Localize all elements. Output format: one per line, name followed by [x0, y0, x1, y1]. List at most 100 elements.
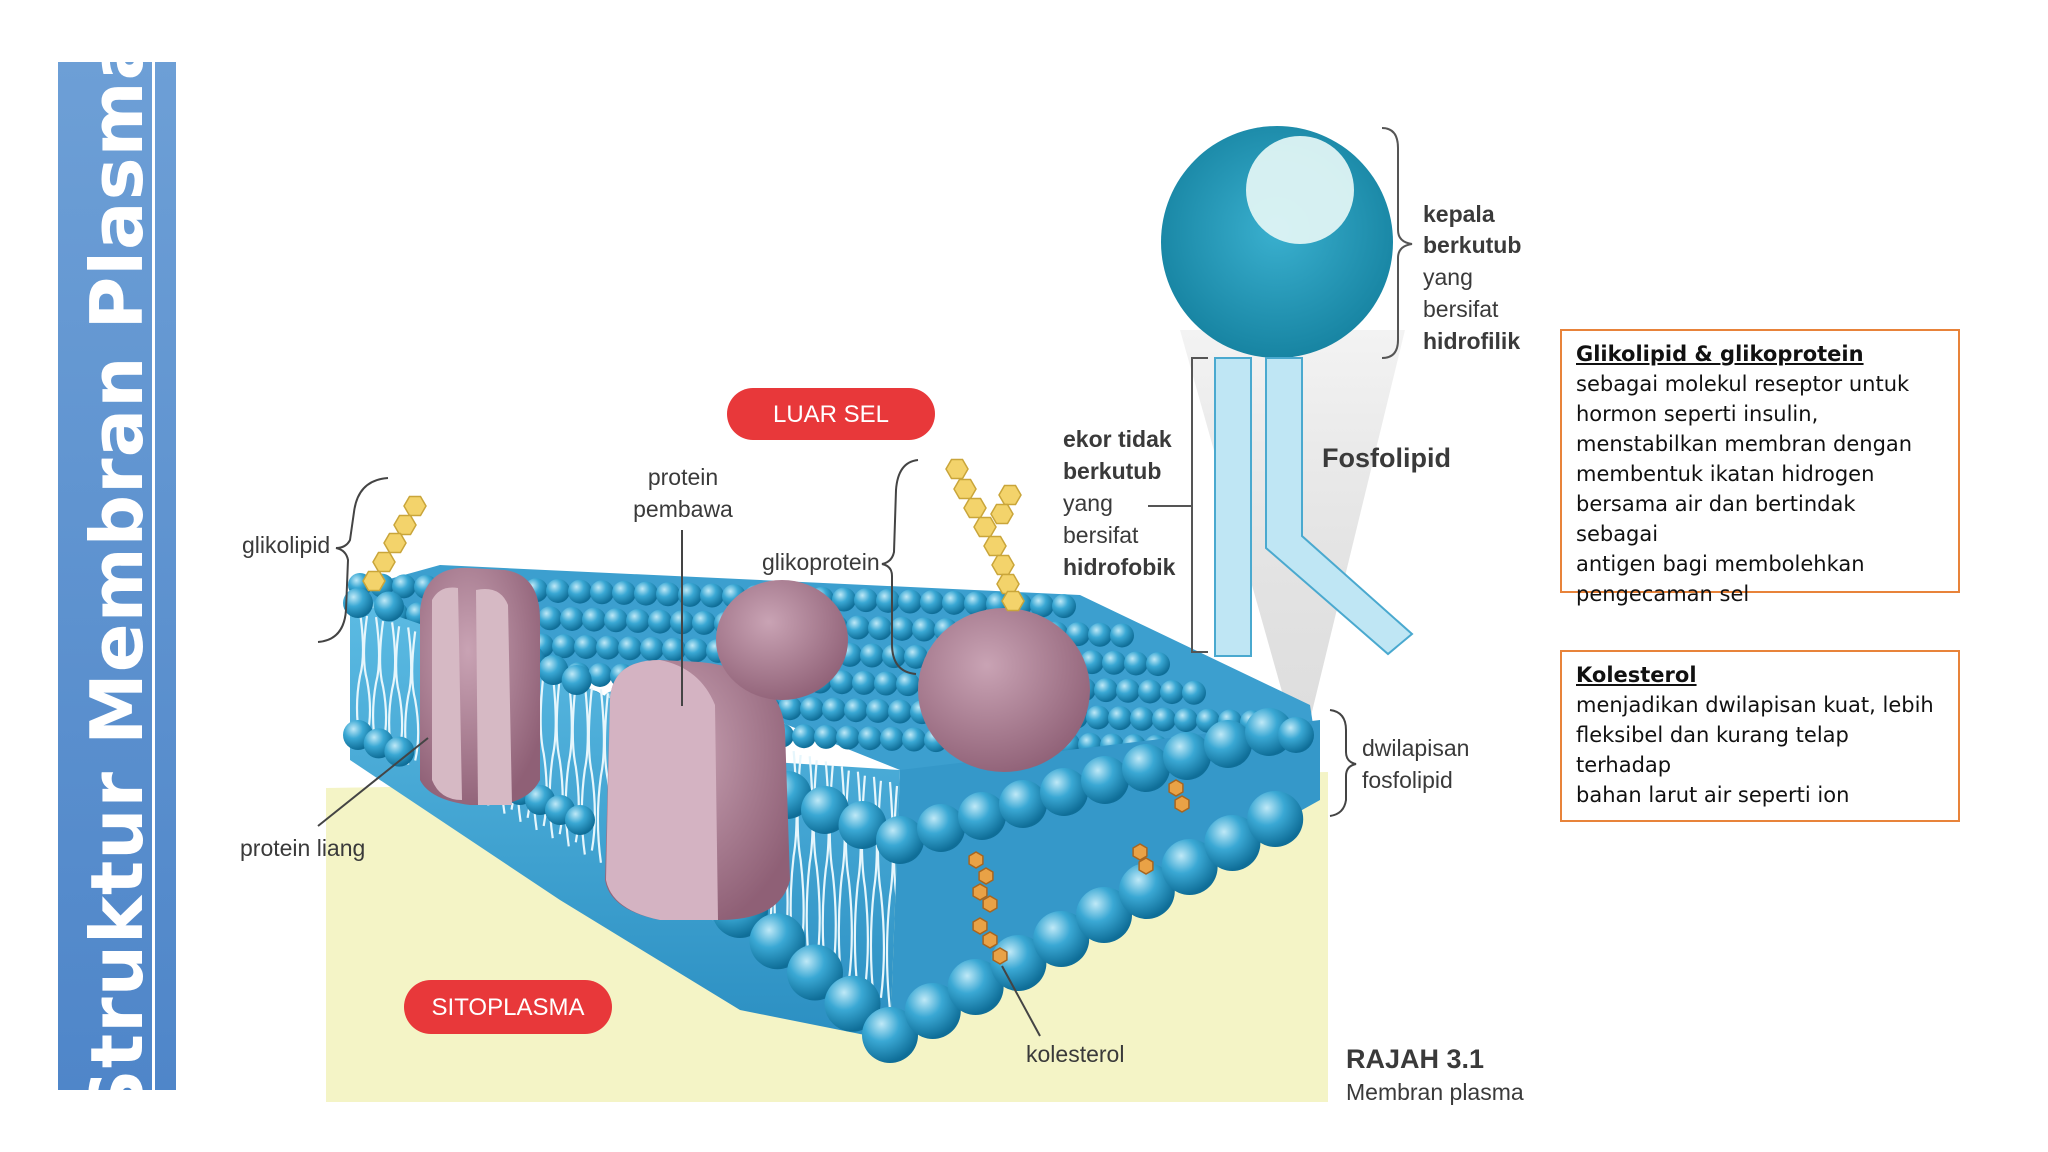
cytoplasm-label: SITOPLASMA — [432, 994, 585, 1021]
cholesterol-ring — [1174, 795, 1190, 813]
info-box-line: bersama air dan bertindak sebagai — [1576, 492, 1856, 546]
lipid-head — [1110, 623, 1134, 648]
lipid-head — [634, 581, 658, 606]
upper-edge-head — [561, 665, 592, 695]
lower-edge-head — [1204, 815, 1261, 871]
cholesterol-molecules — [968, 779, 1190, 965]
upper-edge-head — [1278, 717, 1314, 753]
title-banner: Struktur Membran Plasma — [58, 31, 176, 1121]
lower-edge-head — [824, 975, 881, 1032]
lipid-head — [890, 616, 914, 641]
info-box-line: fleksibel dan kurang telap terhadap — [1576, 723, 1849, 777]
sugar-unit — [996, 573, 1020, 595]
lower-edge-head — [384, 736, 415, 767]
lipid-tail — [371, 617, 381, 749]
lipid-head — [1138, 679, 1162, 704]
cholesterol-ring — [992, 947, 1008, 965]
bilayer-label-line1: dwilapisan — [1362, 735, 1469, 761]
lipid-head — [844, 698, 868, 723]
info-box-line: bahan larut air seperti ion — [1576, 783, 1850, 807]
figure-number: RAJAH 3.1 — [1346, 1044, 1484, 1074]
lower-edge-head — [904, 983, 961, 1039]
lipid-head — [942, 590, 966, 615]
lipid-head — [1182, 680, 1206, 705]
lower-edge-head — [862, 1007, 918, 1063]
glycolipid-label: glikolipid — [242, 532, 330, 558]
head-desc-line-2: yang — [1423, 264, 1473, 290]
lipid-head — [560, 606, 584, 631]
sugar-unit — [372, 551, 396, 573]
lipid-head — [392, 574, 416, 599]
lipid-head — [692, 610, 716, 635]
sugar-unit — [998, 484, 1022, 506]
lower-edge-head — [787, 944, 843, 1001]
lipid-head — [836, 725, 860, 750]
sugar-unit — [953, 478, 977, 500]
lipid-head — [814, 724, 838, 749]
outside-cell-label: LUAR SEL — [773, 401, 889, 428]
info-box-line: sebagai molekul reseptor untuk — [1576, 372, 1910, 396]
sugar-unit — [963, 497, 987, 519]
lipid-head — [1160, 680, 1184, 705]
lipid-head — [904, 644, 928, 669]
tail-desc-line-1: berkutub — [1063, 458, 1161, 484]
sugar-unit — [1001, 590, 1025, 612]
cholesterol-ring — [1138, 857, 1154, 875]
lower-edge-head — [1247, 791, 1304, 847]
tail-desc-line-3: bersifat — [1063, 522, 1139, 548]
lipid-head — [684, 638, 708, 663]
cholesterol-pointer — [1001, 965, 1041, 1037]
channel-protein-label: protein liang — [240, 835, 365, 861]
info-box-line: hormon seperti insulin, — [1576, 402, 1819, 426]
phospholipid-label: Fosfolipid — [1322, 443, 1451, 473]
lipid-head — [888, 699, 912, 724]
upper-edge-head — [1081, 756, 1129, 804]
lower-edge-head — [990, 935, 1047, 991]
glycoprotein-large — [918, 608, 1090, 772]
channel-protein — [420, 567, 540, 805]
lipid-head — [1030, 593, 1054, 618]
upper-edge-head — [958, 792, 1006, 840]
sugar-unit — [945, 458, 969, 480]
info-box-line: menstabilkan membran dengan — [1576, 432, 1913, 456]
lipid-head — [640, 636, 664, 661]
cholesterol-ring — [972, 917, 988, 935]
glycoprotein-label: glikoprotein — [762, 549, 880, 575]
lipid-head — [604, 608, 628, 633]
cholesterol-label: kolesterol — [1026, 1041, 1124, 1067]
info-box-line: pengecaman sel — [1576, 582, 1750, 606]
info-box-line: antigen bagi membolehkan — [1576, 552, 1865, 576]
lipid-head — [822, 697, 846, 722]
lower-edge-head — [1033, 911, 1090, 967]
lipid-head — [1130, 706, 1154, 731]
channel-pointer — [317, 737, 429, 827]
lipid-head — [920, 590, 944, 615]
lipid-head — [700, 583, 724, 608]
upper-edge-head — [801, 786, 849, 834]
lipid-head — [912, 617, 936, 642]
lipid-head — [778, 696, 802, 721]
tail-desc-line-4: hidrofobik — [1063, 554, 1176, 580]
lipid-head — [574, 634, 598, 659]
info-box-line: menjadikan dwilapisan kuat, lebih — [1576, 693, 1934, 717]
head-bracket — [1381, 127, 1413, 359]
cholesterol-ring — [982, 931, 998, 949]
lower-edge-head — [1118, 863, 1175, 919]
head-desc-line-3: bersifat — [1423, 296, 1499, 322]
upper-edge-head — [1204, 720, 1252, 768]
bilayer-label-line2: fosfolipid — [1362, 767, 1453, 793]
lipid-head — [538, 606, 562, 631]
info-box-line: membentuk ikatan hidrogen — [1576, 462, 1875, 486]
lipid-head — [582, 607, 606, 632]
lipid-head — [858, 726, 882, 751]
head-desc-line-0: kepala — [1423, 201, 1495, 227]
sugar-unit — [362, 570, 386, 592]
glycoprotein-sugar-chain — [945, 458, 1025, 612]
lower-edge-head — [1161, 839, 1218, 895]
lipid-tail — [411, 631, 420, 761]
sugar-unit — [991, 554, 1015, 576]
glycoprotein-small — [716, 580, 848, 700]
lipid-head — [964, 591, 988, 616]
upper-edge-head — [374, 591, 404, 622]
